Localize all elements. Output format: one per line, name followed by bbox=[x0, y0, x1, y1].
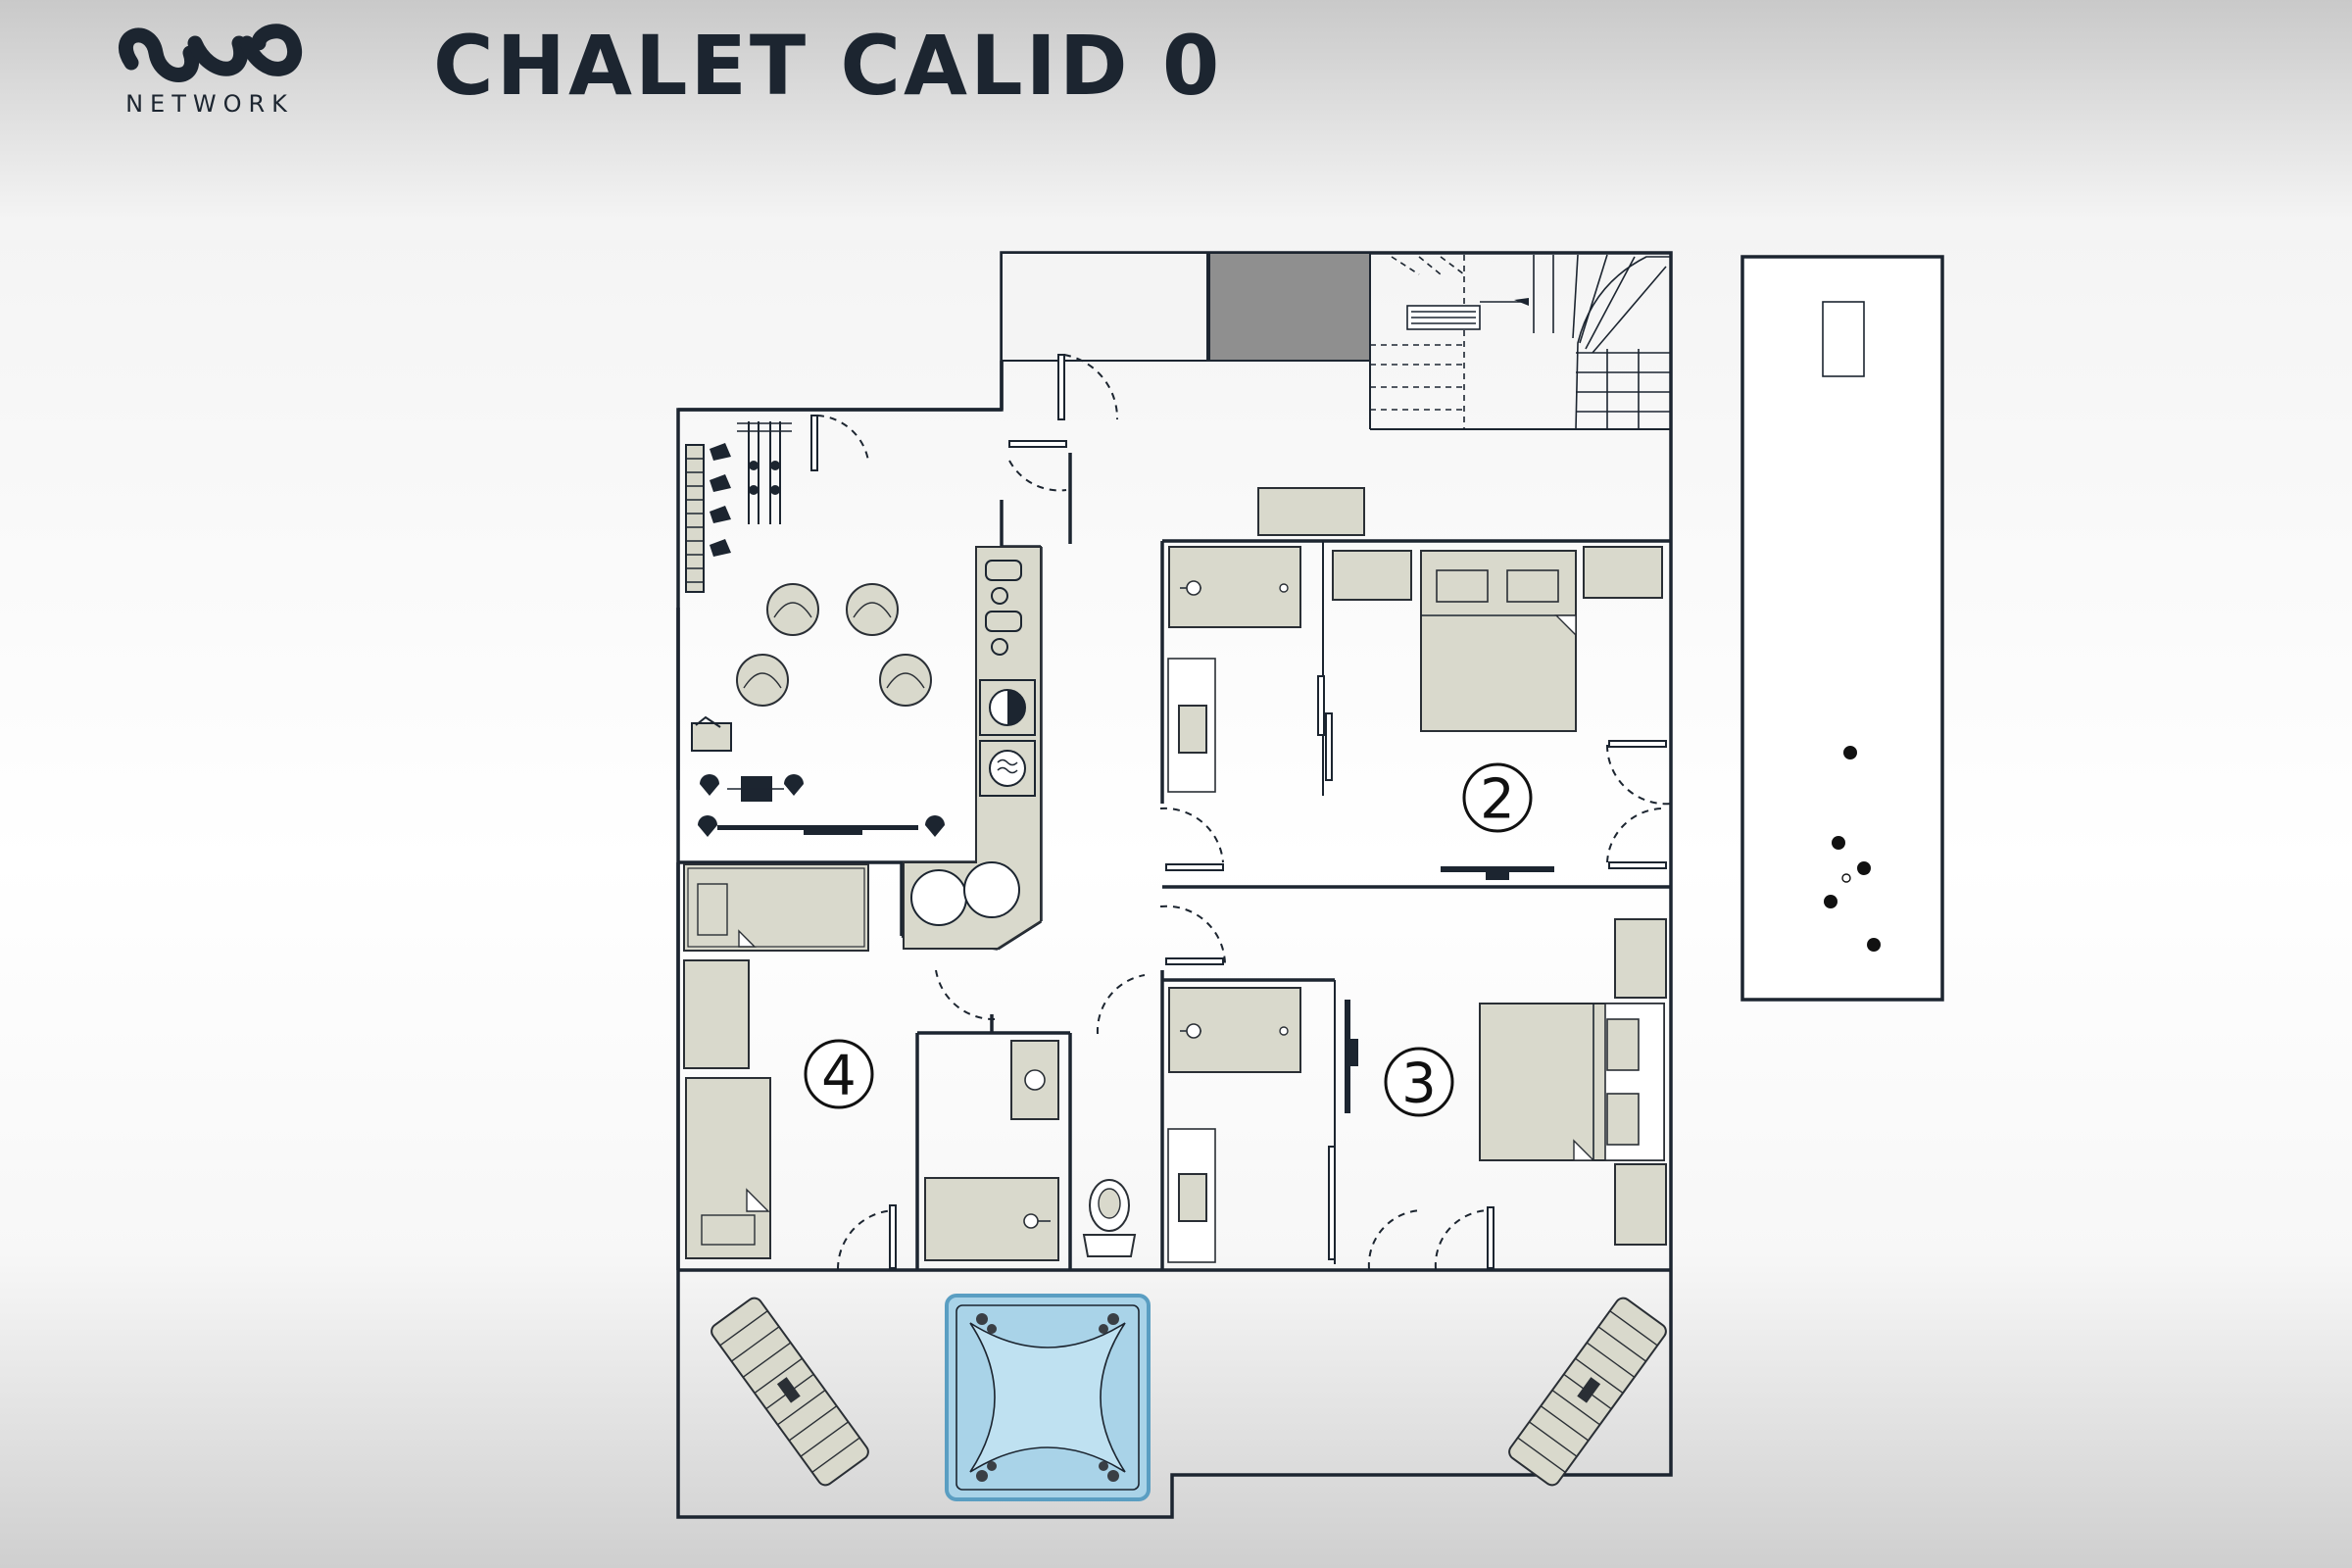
sink-icon bbox=[1167, 658, 1216, 793]
doors bbox=[810, 354, 1672, 1270]
shower-icon bbox=[1168, 546, 1301, 628]
sun-lounger-icon bbox=[710, 1297, 869, 1487]
washer-icon bbox=[979, 740, 1036, 797]
tv-icon bbox=[1345, 1000, 1358, 1113]
shower-icon bbox=[924, 1177, 1059, 1261]
sun-lounger-icon bbox=[1508, 1297, 1667, 1487]
shower-icon bbox=[1168, 987, 1301, 1073]
pool-table-icon bbox=[1740, 255, 1944, 1002]
sink-icon bbox=[1010, 1040, 1059, 1120]
dryer-icon bbox=[979, 679, 1036, 736]
room-4: 4 bbox=[676, 862, 874, 1270]
tv-icon bbox=[1441, 866, 1554, 880]
ski-rack-icon bbox=[685, 421, 792, 593]
single-bed-icon bbox=[683, 863, 869, 952]
toilet-icon bbox=[1082, 1179, 1137, 1257]
brand-wordmark: NETWORK bbox=[125, 90, 294, 118]
room-label-4: 4 bbox=[821, 1045, 857, 1108]
terrace bbox=[710, 1294, 1667, 1501]
page-title: CHALET CALID 0 bbox=[433, 18, 1223, 114]
room-label-3: 3 bbox=[1401, 1053, 1437, 1116]
staircase-icon bbox=[1369, 253, 1671, 430]
room-2: 2 bbox=[1160, 487, 1671, 889]
speaker-icon bbox=[698, 774, 945, 837]
appliance-counter bbox=[903, 546, 1042, 950]
armchair-icon bbox=[736, 583, 932, 707]
double-bed-icon bbox=[1479, 1003, 1665, 1161]
sink-icon bbox=[1167, 1128, 1216, 1263]
room-3: 3 bbox=[1162, 918, 1667, 1264]
onno-logo-icon bbox=[119, 24, 303, 82]
hot-tub-icon bbox=[945, 1294, 1151, 1501]
double-bed-icon bbox=[1420, 550, 1577, 732]
ski-room bbox=[676, 408, 1042, 950]
room-label-2: 2 bbox=[1480, 768, 1515, 832]
tv-icon bbox=[717, 776, 918, 835]
single-bed-icon bbox=[685, 1077, 771, 1259]
ski-boot-dryer-icon bbox=[691, 715, 732, 752]
bathroom-4 bbox=[915, 970, 1164, 1270]
storage-room bbox=[1001, 252, 1371, 362]
ski-boot-heater-icon bbox=[985, 560, 1022, 656]
